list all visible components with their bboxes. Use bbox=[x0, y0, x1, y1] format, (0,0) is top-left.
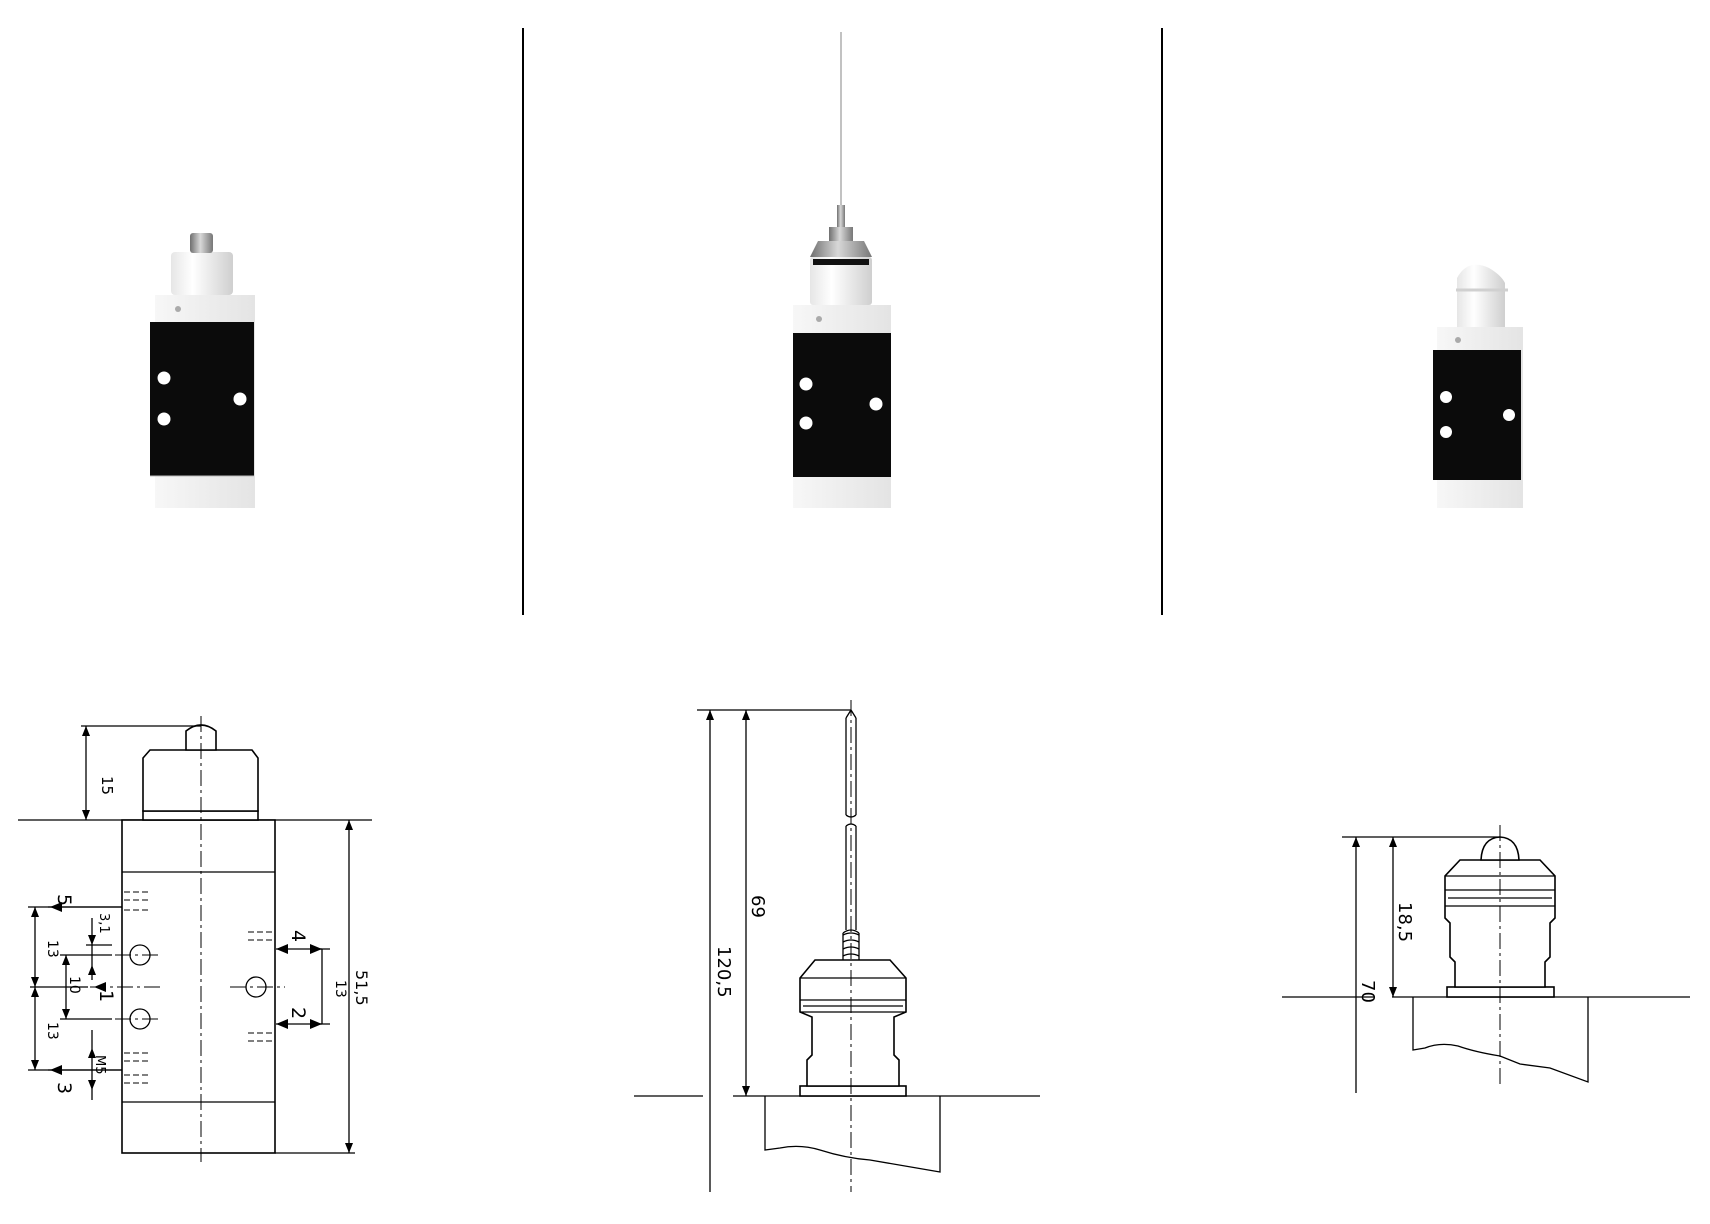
dim-120-5-label: 120,5 bbox=[713, 946, 734, 998]
dim-m5-label: M5 bbox=[92, 1055, 107, 1075]
port-hole bbox=[157, 412, 171, 426]
port-hole bbox=[157, 371, 171, 385]
dim-18-5-label: 18,5 bbox=[1394, 902, 1415, 942]
port-hole bbox=[799, 377, 813, 391]
valve-render-mushroom bbox=[1433, 264, 1523, 508]
dim-15-label: 15 bbox=[98, 776, 116, 795]
port-hole bbox=[1503, 409, 1515, 421]
port-2-label: 2 bbox=[287, 1007, 309, 1019]
port-hole bbox=[233, 392, 247, 406]
port-5-label: 5 bbox=[53, 894, 75, 906]
dim-70-label: 70 bbox=[1357, 980, 1378, 1003]
valve-render-push-button bbox=[150, 233, 255, 508]
drawing-middle-valve: 120,5 69 bbox=[634, 700, 1040, 1192]
dim-13-lower-label: 13 bbox=[44, 1022, 60, 1040]
dim-13-right-label: 13 bbox=[332, 980, 348, 998]
valve-render-whisker bbox=[793, 32, 891, 508]
port-hole bbox=[869, 397, 883, 411]
dim-69-label: 69 bbox=[747, 895, 768, 918]
port-hole bbox=[1440, 391, 1452, 403]
port-1-label: 1 bbox=[95, 990, 117, 1002]
port-3-label: 3 bbox=[53, 1082, 75, 1094]
dim-10-label: 10 bbox=[66, 976, 82, 994]
dim-3-1-label: 3,1 bbox=[96, 913, 111, 934]
port-hole bbox=[1440, 426, 1452, 438]
port-hole bbox=[799, 416, 813, 430]
drawing-right-valve: 70 18,5 bbox=[1282, 825, 1690, 1093]
port-4-label: 4 bbox=[287, 930, 309, 942]
dim-13-upper-label: 13 bbox=[44, 940, 60, 958]
dim-51-5-label: 51,5 bbox=[352, 970, 371, 1006]
drawing-left-valve: 15 51,5 3,1 13 13 10 13 M5 5 3 1 4 2 bbox=[18, 716, 372, 1162]
